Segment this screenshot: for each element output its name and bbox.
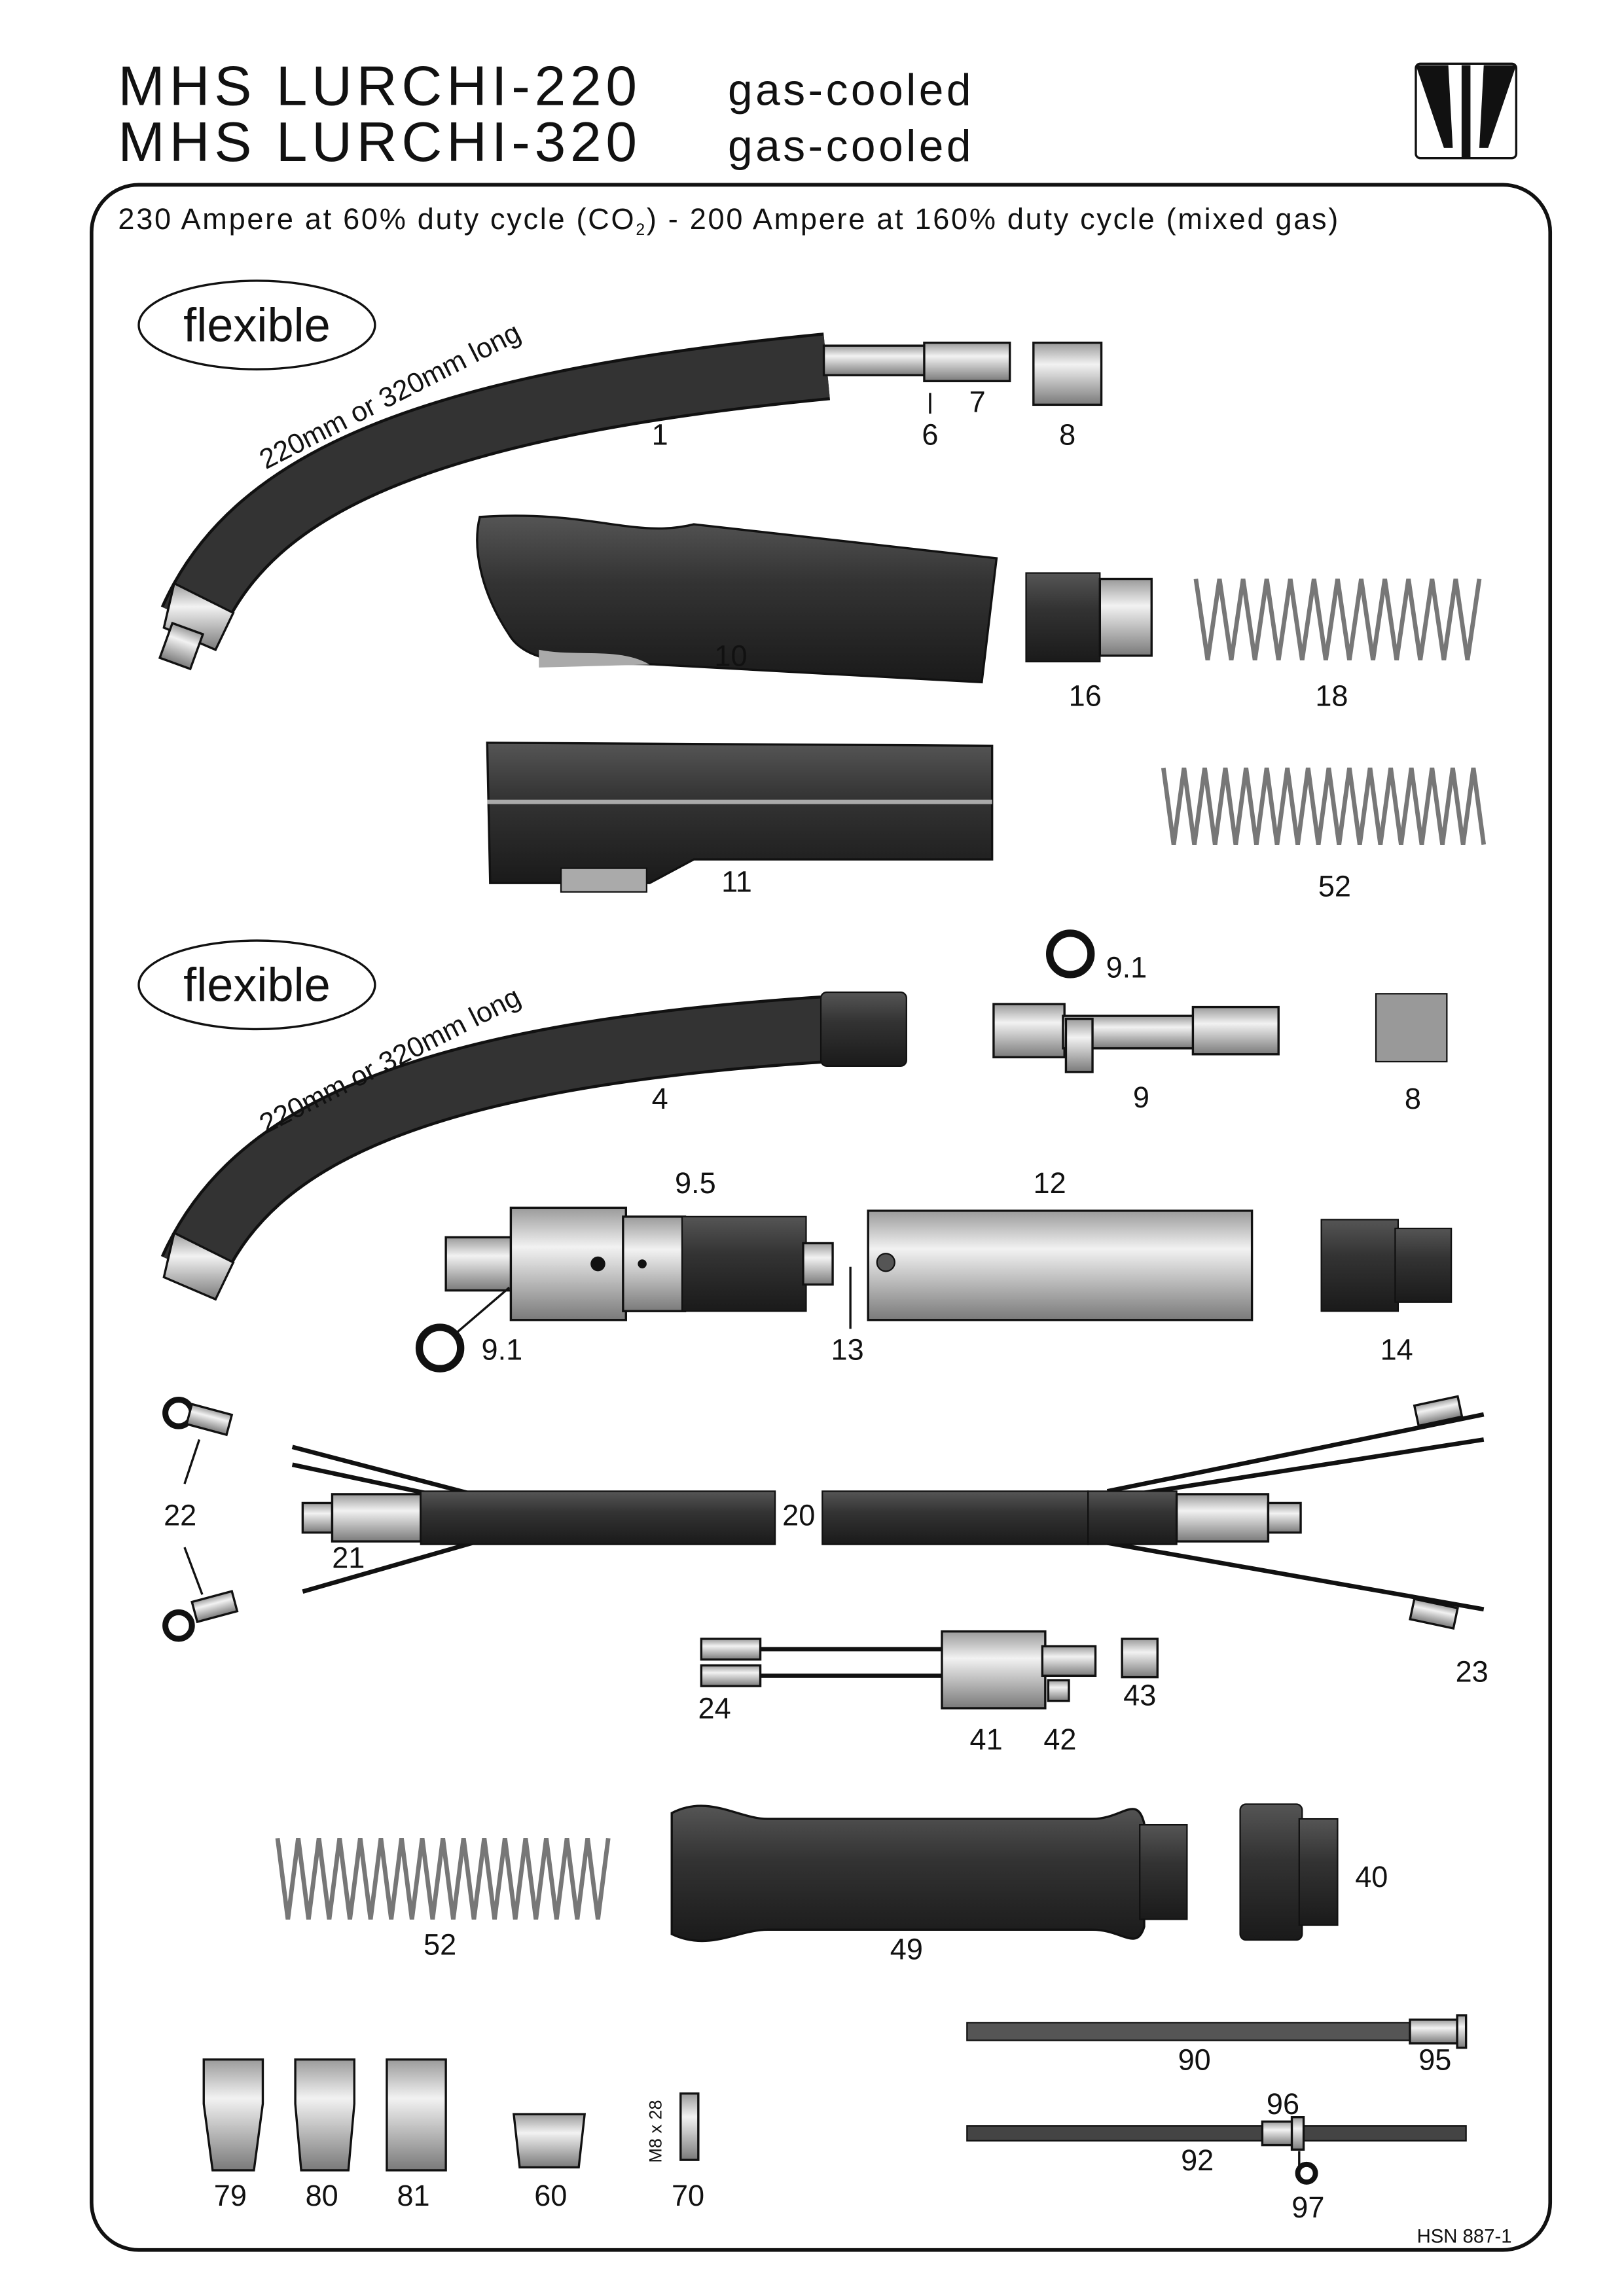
- flexible-label-1: flexible: [183, 299, 331, 351]
- callout-96: 96: [1267, 2087, 1299, 2121]
- part-97-oring: [1295, 2161, 1318, 2185]
- callout-11: 11: [721, 865, 752, 899]
- part-16-connector: [1025, 572, 1153, 662]
- part-23-connectors: [1409, 1395, 1464, 1630]
- part-79-nozzle: [202, 2058, 264, 2172]
- callout-4: 4: [652, 1082, 668, 1115]
- part-18-spring: [1193, 579, 1482, 661]
- cooling-type-2: gas-cooled: [728, 122, 974, 171]
- part-90-liner: [966, 2014, 1468, 2049]
- part-14-insulator: [1320, 1219, 1453, 1312]
- callout-9-1: 9.1: [1106, 950, 1147, 984]
- callout-10: 10: [714, 639, 747, 673]
- content-frame: [90, 183, 1553, 2252]
- part-52-spring-a: [1161, 767, 1487, 845]
- callout-9-1b: 9.1: [482, 1333, 523, 1367]
- part-9-1-oring-a: [1045, 929, 1095, 978]
- flexible-badge-2: [137, 939, 376, 1031]
- callout-9: 9: [1133, 1081, 1149, 1114]
- callout-22: 22: [164, 1498, 196, 1532]
- part-9-adapter: [992, 1003, 1280, 1073]
- flexible-label-2: flexible: [183, 960, 331, 1012]
- callout-42: 42: [1043, 1723, 1076, 1756]
- callout-1: 1: [652, 418, 668, 451]
- callout-97: 97: [1291, 2191, 1324, 2224]
- part-43-nut: [1121, 1638, 1159, 1679]
- part-8-nut-b: [1375, 993, 1448, 1063]
- rating-text: 230 Ampere at 60% duty cycle (CO2) - 200…: [118, 202, 1340, 239]
- callout-79: 79: [214, 2179, 247, 2212]
- callout-23: 23: [1456, 1655, 1489, 1688]
- callout-16: 16: [1069, 679, 1102, 712]
- callout-8: 8: [1059, 418, 1075, 451]
- callout-60: 60: [534, 2179, 567, 2212]
- product-title-2: MHS LURCHI-320: [118, 111, 641, 173]
- flexible-badge-1: [137, 279, 376, 370]
- product-title-1: MHS LURCHI-220: [118, 55, 641, 118]
- part-92-liner: [966, 2116, 1467, 2151]
- callout-80: 80: [306, 2179, 338, 2212]
- callout-9-5: 9.5: [675, 1166, 716, 1200]
- callout-90: 90: [1178, 2043, 1211, 2077]
- callout-24: 24: [698, 1692, 731, 1725]
- part-8-nut: [1032, 341, 1103, 406]
- callout-20: 20: [782, 1498, 815, 1532]
- callout-49: 49: [890, 1932, 923, 1965]
- callout-40: 40: [1355, 1860, 1388, 1893]
- callout-21: 21: [332, 1541, 365, 1575]
- part-41-switch: [700, 1630, 1097, 1710]
- part-12-nozzle: [867, 1210, 1254, 1321]
- part-1-neck: [158, 332, 1011, 671]
- part-9-5-body: [444, 1206, 834, 1321]
- callout-14: 14: [1380, 1333, 1413, 1367]
- part-9-1-oring-b: [415, 1323, 465, 1372]
- callout-52b: 52: [424, 1928, 456, 1962]
- callout-6: 6: [922, 418, 938, 451]
- brand-logo: [1415, 62, 1518, 160]
- callout-81: 81: [397, 2179, 429, 2212]
- callout-12: 12: [1034, 1166, 1066, 1200]
- part-11-handle-shell: [486, 742, 994, 893]
- part-80-nozzle: [294, 2058, 356, 2172]
- part-60-spacer: [513, 2113, 586, 2169]
- part-20-cable-assembly: [291, 1412, 1485, 1612]
- callout-52: 52: [1318, 869, 1351, 903]
- callout-13: 13: [831, 1333, 864, 1367]
- callout-70: 70: [672, 2179, 704, 2212]
- callouts: 1 6 7 8 10 16 18 11 52 9.1 4 9 8 9.5 12 …: [164, 386, 1489, 2224]
- callout-41: 41: [970, 1723, 1003, 1756]
- callout-43: 43: [1123, 1678, 1156, 1712]
- cooling-type-1: gas-cooled: [728, 66, 974, 115]
- callout-95: 95: [1418, 2043, 1451, 2077]
- callout-18: 18: [1315, 679, 1348, 712]
- part-40-nut: [1239, 1803, 1339, 1941]
- part-49-handle-tube: [670, 1804, 1188, 1943]
- thread-spec: M8 x 28: [645, 2100, 665, 2162]
- part-81-nozzle: [386, 2058, 447, 2172]
- part-70-contact-tip: [679, 2092, 700, 2161]
- part-4-neck: [160, 991, 907, 1301]
- callout-8b: 8: [1405, 1082, 1421, 1115]
- document-number: HSN 887-1: [1417, 2225, 1512, 2247]
- callout-92: 92: [1181, 2144, 1214, 2177]
- part-10-handle: [476, 514, 998, 684]
- callout-7: 7: [969, 386, 986, 419]
- part-52-spring-b: [275, 1837, 611, 1920]
- part-22-cable-lugs: [162, 1397, 239, 1642]
